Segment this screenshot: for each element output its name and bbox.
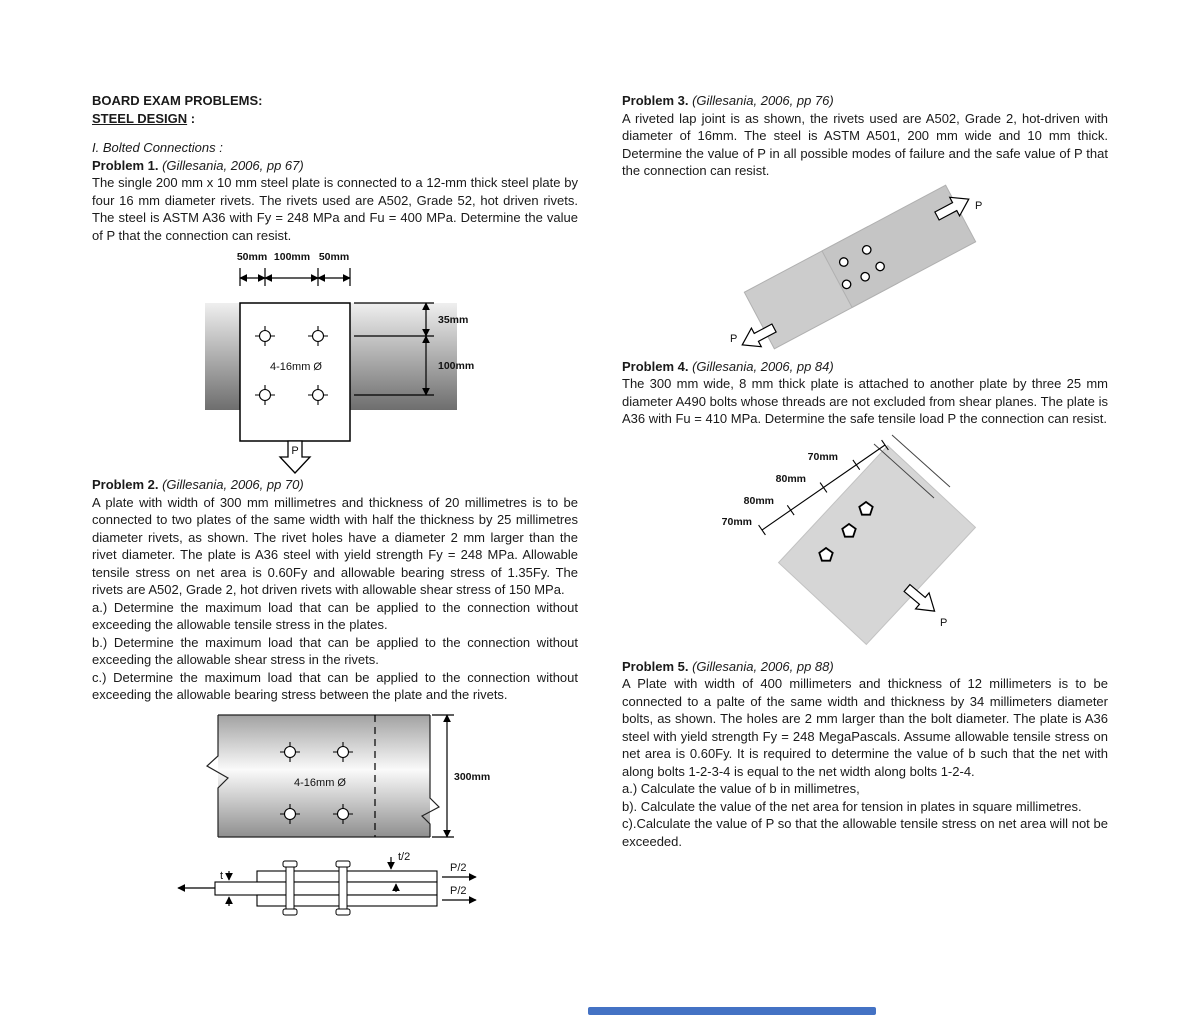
- fig2-dim-300: 300mm: [454, 771, 490, 783]
- problem4-body: The 300 mm wide, 8 mm thick plate is att…: [622, 376, 1108, 426]
- fig4-plate-group: [777, 444, 977, 645]
- fig2-rivets: [280, 741, 353, 824]
- fig4-other-plate-edges: [873, 434, 951, 498]
- fig2-plate-outline: [205, 713, 440, 838]
- problem2-body: A plate with width of 300 mm millimetres…: [92, 494, 578, 598]
- problem5-item-b: b). Calculate the value of the net area …: [622, 798, 1082, 814]
- fig4-bolts: [818, 500, 874, 562]
- problem4-cite: (Gillesania, 2006, pp 84): [688, 358, 834, 374]
- doc-title: BOARD EXAM PROBLEMS:: [92, 93, 263, 108]
- fig4-dim-70-top: 70mm: [808, 451, 838, 463]
- problem3-heading: Problem 3. (Gillesania, 2006, pp 76): [622, 92, 1108, 110]
- problem4-figure: 70mm 80mm 80mm 70mm P: [722, 434, 977, 645]
- fig1-rivets: [255, 326, 328, 405]
- problem1-body: The single 200 mm x 10 mm steel plate is…: [92, 175, 578, 243]
- fig2-label-t: t: [220, 870, 223, 882]
- problem3-figure: P P: [730, 184, 982, 349]
- problem2-label: Problem 2.: [92, 477, 159, 492]
- problem2-item-a: a.) Determine the maximum load that can …: [92, 599, 578, 633]
- problem3-cite: (Gillesania, 2006, pp 76): [688, 93, 834, 108]
- fig1-dim-50-left: 50mm: [237, 251, 267, 263]
- fig1-front-plate: [239, 302, 351, 442]
- footer-accent-bar: [588, 1007, 876, 1015]
- doc-subtitle: STEEL DESIGN :: [92, 110, 578, 128]
- fig1-dim-100-right: 100mm: [438, 360, 474, 372]
- fig1-dim-100-top: 100mm: [274, 251, 310, 263]
- problem4-label: Problem 4.: [622, 358, 689, 374]
- fig4-dim-80-a: 80mm: [776, 473, 806, 485]
- problem3-label: Problem 3.: [622, 93, 689, 108]
- problem2-item-c: c.) Determine the maximum load that can …: [92, 669, 578, 703]
- fig1-right-dimension-lines: [354, 302, 434, 396]
- fig2-side-view-plates: [214, 869, 438, 907]
- fig1-rivet-note: 4-16mm Ø: [270, 361, 322, 373]
- problem1-cite: (Gillesania, 2006, pp 67): [158, 157, 304, 173]
- fig1-top-dimension-lines: [239, 268, 351, 286]
- fig2-load-and-thickness-arrows: [177, 856, 477, 906]
- problem5-item-a: a.) Calculate the value of b in millimet…: [622, 781, 860, 796]
- doc-subtitle-colon: :: [187, 110, 196, 126]
- fig1-dim-35: 35mm: [438, 314, 468, 326]
- problem5-body: A Plate with width of 400 millimeters an…: [622, 676, 1108, 779]
- fig2-label-p-half-top: P/2: [450, 862, 467, 874]
- problem5-cite: (Gillesania, 2006, pp 88): [688, 658, 834, 674]
- fig3-load-arrow-top: [934, 196, 970, 221]
- section-heading: I. Bolted Connections :: [92, 140, 223, 155]
- fig4-plate: [777, 444, 977, 645]
- fig2-side-view-rivets: [282, 860, 351, 915]
- fig1-dim-50-right: 50mm: [319, 251, 349, 263]
- problem2-cite: (Gillesania, 2006, pp 70): [158, 477, 304, 492]
- fig4-dim-70-bottom: 70mm: [722, 516, 752, 528]
- problem5-item-c: c).Calculate the value of P so that the …: [622, 816, 1108, 849]
- fig3-load-label-bottom: P: [730, 333, 737, 345]
- fig3-load-label-top: P: [975, 200, 982, 212]
- fig3-rivets: [838, 244, 885, 289]
- problem5-label: Problem 5.: [622, 658, 689, 674]
- problem1-heading: Problem 1. (Gillesania, 2006, pp 67): [92, 157, 578, 175]
- problem5-heading: Problem 5. (Gillesania, 2006, pp 88): [622, 658, 1108, 676]
- fig3-load-arrow-bottom: [741, 322, 777, 347]
- problem2-heading: Problem 2. (Gillesania, 2006, pp 70): [92, 476, 578, 494]
- fig4-dimension-line: [758, 439, 889, 535]
- fig1-load-arrow: [278, 440, 312, 474]
- fig2-label-t-half: t/2: [398, 851, 410, 863]
- problem3-body: A riveted lap joint is as shown, the riv…: [622, 110, 1108, 179]
- fig4-load-label: P: [940, 617, 947, 629]
- fig2-label-p-half-bottom: P/2: [450, 885, 467, 897]
- fig2-width-dimension: [432, 713, 454, 838]
- problem2-item-b: b.) Determine the maximum load that can …: [92, 634, 578, 668]
- right-column: Problem 3. (Gillesania, 2006, pp 76) A r…: [622, 92, 1108, 850]
- problem2-figure: 4-16mm Ø 300mm: [177, 713, 490, 915]
- problem1-label: Problem 1.: [92, 157, 159, 173]
- problem1-figure: 50mm 100mm 50mm 4-16mm Ø 35: [205, 251, 474, 474]
- problem4-heading: Problem 4. (Gillesania, 2006, pp 84): [622, 358, 1108, 376]
- fig4-dim-80-b: 80mm: [744, 495, 774, 507]
- fig4-load-arrow: [903, 583, 936, 612]
- left-column: BOARD EXAM PROBLEMS: STEEL DESIGN : I. B…: [92, 92, 578, 918]
- fig2-plate: [218, 714, 430, 837]
- fig1-load-label: P: [291, 445, 298, 457]
- fig2-rivet-note: 4-16mm Ø: [294, 777, 346, 789]
- doc-subtitle-text: STEEL DESIGN: [92, 110, 188, 126]
